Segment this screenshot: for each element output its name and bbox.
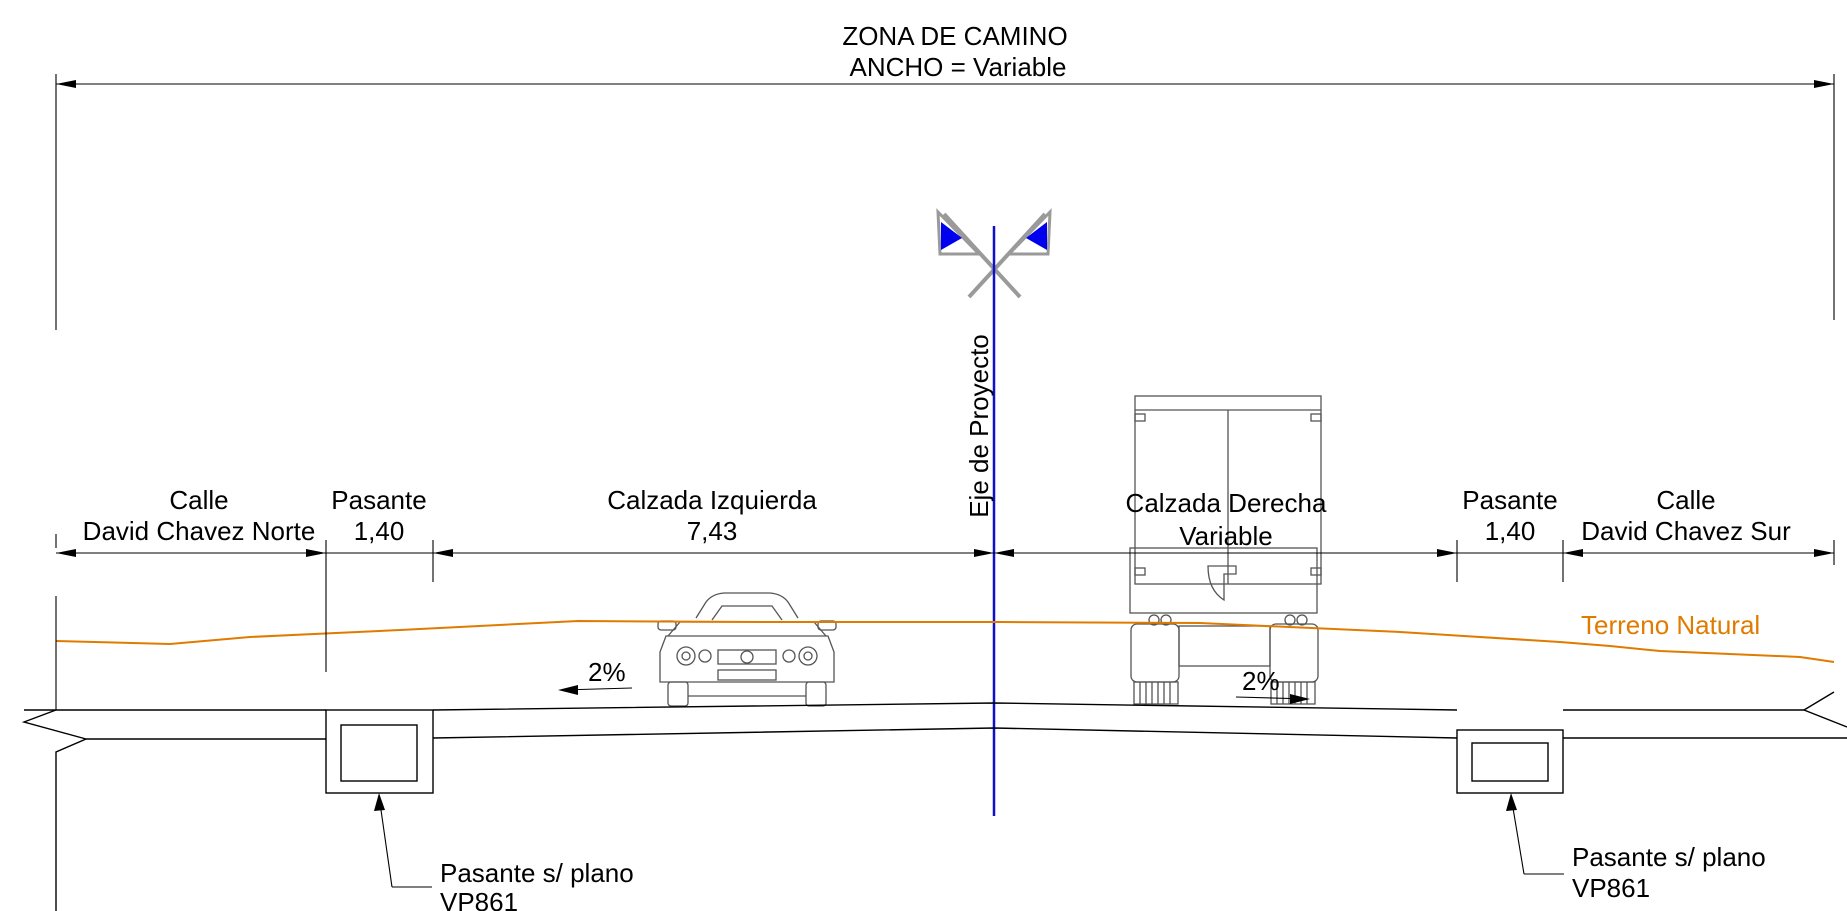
callout-left-label-2: VP861 — [440, 887, 518, 911]
car-front-icon — [657, 592, 837, 707]
calzada-izquierda-label-2: 7,43 — [687, 516, 738, 546]
calle-norte-label-2: David Chavez Norte — [83, 516, 316, 546]
callout-right-label-2: VP861 — [1572, 873, 1650, 903]
pavement-structure — [21, 691, 1847, 911]
box-culvert-icon — [1456, 729, 1564, 794]
callout-right-label-1: Pasante s/ plano — [1572, 842, 1766, 872]
arrow-icon — [558, 685, 633, 695]
callout-left-label-1: Pasante s/ plano — [440, 858, 634, 888]
calzada-derecha-label-2: Variable — [1179, 521, 1272, 551]
truck-rear-icon — [1129, 395, 1322, 705]
slope-left-label: 2% — [588, 657, 626, 687]
crossed-flags-icon — [936, 208, 1052, 299]
slope-right-label: 2% — [1242, 666, 1280, 696]
section-dimension-line — [55, 534, 1835, 710]
calzada-izquierda-label-1: Calzada Izquierda — [607, 485, 817, 515]
callout-leader-left — [374, 793, 432, 888]
arrow-icon — [1235, 694, 1310, 704]
project-axis-label: Eje de Proyecto — [964, 334, 994, 518]
natural-terrain-line — [55, 619, 1835, 663]
pasante-left-label-1: Pasante — [331, 485, 426, 515]
callout-leader-right — [1506, 793, 1564, 875]
title-line-1: ZONA DE CAMINO — [842, 21, 1067, 51]
pasante-right-label-1: Pasante — [1462, 485, 1557, 515]
calzada-derecha-label-1: Calzada Derecha — [1126, 488, 1327, 518]
overall-width-dimension — [55, 74, 1835, 330]
calle-norte-label-1: Calle — [169, 485, 228, 515]
calle-sur-label-2: David Chavez Sur — [1581, 516, 1791, 546]
box-culvert-icon — [325, 709, 434, 794]
pasante-right-label-2: 1,40 — [1485, 516, 1536, 546]
pasante-left-label-2: 1,40 — [354, 516, 405, 546]
terrain-label: Terreno Natural — [1581, 610, 1760, 640]
calle-sur-label-1: Calle — [1656, 485, 1715, 515]
title-line-2: ANCHO = Variable — [850, 52, 1067, 82]
